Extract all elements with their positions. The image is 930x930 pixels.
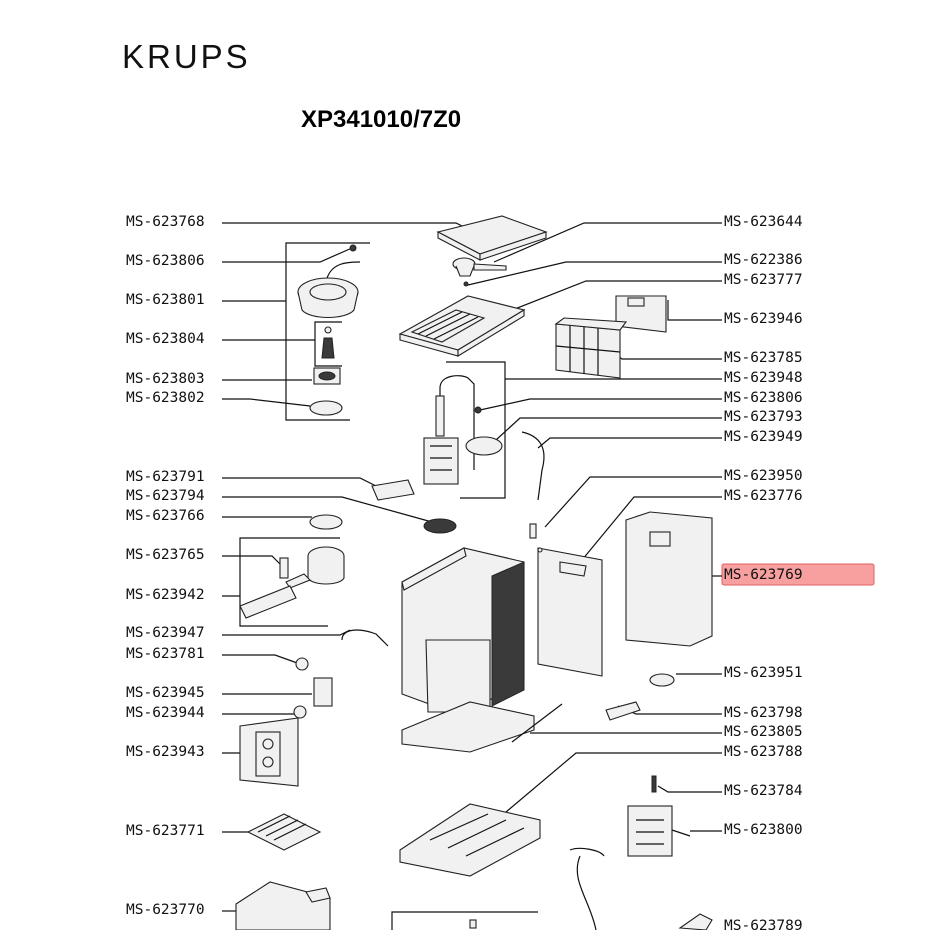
boiler-seal-part[interactable] [465,436,503,456]
base-part[interactable] [399,803,541,877]
tamper-part[interactable] [239,585,297,619]
filter-holder-part[interactable] [279,546,345,589]
model-number: XP341010/7Z0 [301,106,462,133]
label-right[interactable]: MS-623788 [724,744,803,760]
left-leader-lines [222,222,471,912]
label-left[interactable]: MS-623766 [126,508,205,524]
cable-part[interactable] [341,629,389,647]
label-left[interactable]: MS-623806 [126,253,205,269]
label-left[interactable]: MS-623771 [126,823,205,839]
label-left[interactable]: MS-623943 [126,744,205,760]
label-right[interactable]: MS-623949 [724,429,803,445]
label-left[interactable]: MS-623942 [126,587,205,603]
label-right[interactable]: MS-623776 [724,488,803,504]
thermoblock-part[interactable] [627,805,691,857]
label-left[interactable]: MS-623794 [126,488,205,504]
label-left[interactable]: MS-623768 [126,214,205,230]
label-left[interactable]: MS-623802 [126,390,205,406]
label-left[interactable]: MS-623801 [126,292,205,308]
main-housing-part[interactable] [401,547,535,753]
spring-tube-part[interactable] [511,703,563,743]
top-lid-part[interactable] [436,215,548,261]
label-left[interactable]: MS-623803 [126,371,205,387]
connector-part[interactable] [678,913,713,930]
hose-part[interactable] [521,431,545,501]
drip-grid-part[interactable] [246,813,322,851]
label-left[interactable]: MS-623770 [126,902,205,918]
measuring-spoon-part[interactable] [452,257,507,277]
back-panel-part[interactable] [537,547,603,677]
brewing-head-part[interactable] [297,244,361,319]
label-right[interactable]: MS-623784 [724,783,803,799]
screw-pin-part[interactable] [651,775,657,793]
small-pin-part[interactable] [469,919,477,929]
valve-part[interactable] [321,326,335,359]
label-right[interactable]: MS-623805 [724,724,803,740]
seal-part[interactable] [309,400,343,416]
left-label-column: MS-623768 MS-623806 MS-623801 MS-623804 … [126,214,205,918]
label-right[interactable]: MS-623800 [724,822,803,838]
thermostat-part[interactable] [295,657,309,671]
filter-part[interactable] [309,514,343,530]
control-board-part[interactable] [615,295,667,333]
front-panel-part[interactable] [239,717,299,787]
knob-part[interactable] [293,705,307,719]
label-left[interactable]: MS-623944 [126,705,205,721]
pump-part[interactable] [423,375,482,485]
tube-part[interactable] [605,701,641,721]
label-right[interactable]: MS-623789 [724,918,803,930]
clip-part[interactable] [371,479,415,501]
label-right[interactable]: MS-623785 [724,350,803,366]
label-right[interactable]: MS-623951 [724,665,803,681]
switch-board-part[interactable] [313,677,333,707]
brand-logo: KRUPS [122,38,251,75]
label-right[interactable]: MS-623946 [724,311,803,327]
label-right[interactable]: MS-623644 [724,214,803,230]
label-right[interactable]: MS-623793 [724,409,803,425]
right-label-column: MS-623644 MS-622386 MS-623777 MS-623946 … [724,214,803,930]
right-leader-lines [391,222,722,930]
screw-part[interactable] [463,281,469,287]
label-right[interactable]: MS-623950 [724,468,803,484]
label-left[interactable]: MS-623947 [126,625,205,641]
label-right-highlighted[interactable]: MS-623769 [724,567,803,583]
label-left[interactable]: MS-623781 [126,646,205,662]
label-left[interactable]: MS-623791 [126,469,205,485]
drip-tray-part[interactable] [235,881,331,930]
label-left[interactable]: MS-623765 [126,547,205,563]
highlight-box[interactable] [721,563,875,586]
top-cover-part[interactable] [398,295,526,357]
water-tank-part[interactable] [625,511,713,647]
shower-plate-part[interactable] [313,367,341,385]
water-heater-part[interactable] [554,317,628,379]
label-right[interactable]: MS-623777 [724,272,803,288]
filter-disc-part[interactable] [423,518,457,534]
label-right[interactable]: MS-622386 [724,252,803,268]
parts-illustrations [235,215,713,930]
label-left[interactable]: MS-623804 [126,331,205,347]
label-right[interactable]: MS-623806 [724,390,803,406]
label-right[interactable]: MS-623798 [724,705,803,721]
label-right[interactable]: MS-623948 [724,370,803,386]
tank-valve-part[interactable] [649,673,675,687]
label-left[interactable]: MS-623945 [126,685,205,701]
power-cord-part[interactable] [569,847,605,930]
pin-part[interactable] [529,523,537,539]
